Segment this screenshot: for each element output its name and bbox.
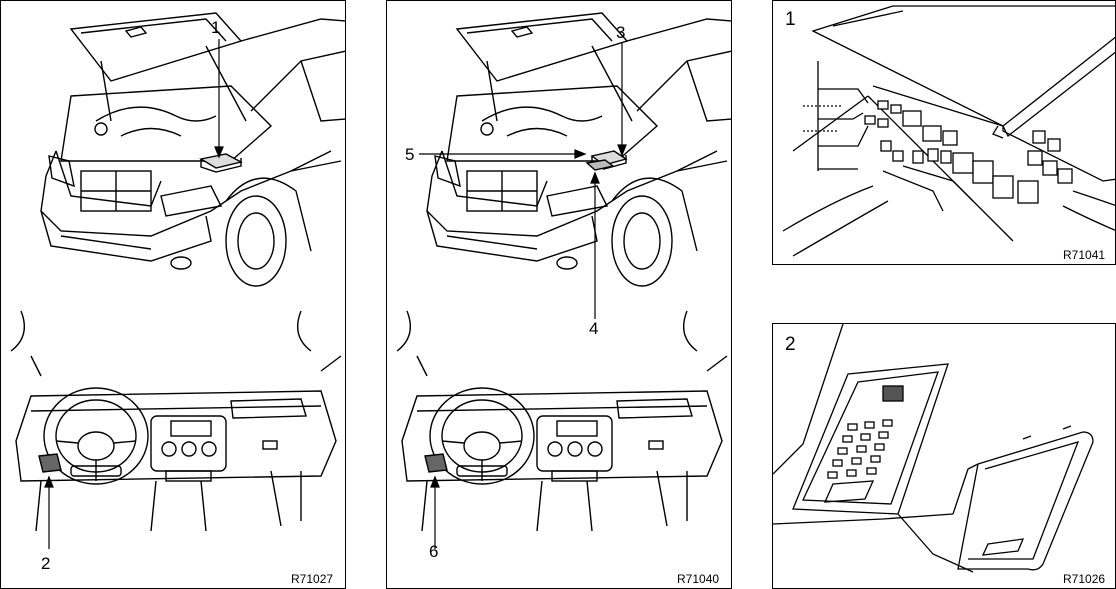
callout-2: 2: [41, 554, 50, 574]
panel-d: 2 R71026: [772, 323, 1116, 589]
panel-b: 3 4 5 6 R71040: [386, 0, 732, 589]
figure-code: R71040: [677, 572, 719, 586]
callout-6: 6: [429, 542, 438, 562]
panel-number: 1: [785, 9, 796, 31]
figure-code: R71026: [1063, 572, 1105, 586]
callout-5: 5: [405, 145, 414, 165]
panel-a-illustration: [1, 1, 346, 589]
callout-1: 1: [211, 18, 220, 38]
figure-code: R71027: [291, 572, 333, 586]
panel-a: 1 2 R71027: [0, 0, 346, 589]
fuse-box-cover: [813, 6, 1116, 126]
relay: [883, 386, 903, 401]
dash-fuse-box: [39, 454, 61, 472]
panel-d-illustration: [773, 324, 1116, 589]
panel-number: 2: [785, 334, 796, 356]
callout-4: 4: [589, 319, 598, 339]
panel-c: 1 R71041: [772, 0, 1116, 265]
fuse-panel-cover: [958, 432, 1093, 570]
panel-c-illustration: [773, 1, 1116, 265]
callout-3: 3: [616, 23, 625, 43]
figure-code: R71041: [1063, 248, 1105, 262]
engine-fuse-box: [201, 154, 241, 168]
dash-fuse-box: [425, 454, 447, 472]
panel-b-illustration: [387, 1, 732, 589]
